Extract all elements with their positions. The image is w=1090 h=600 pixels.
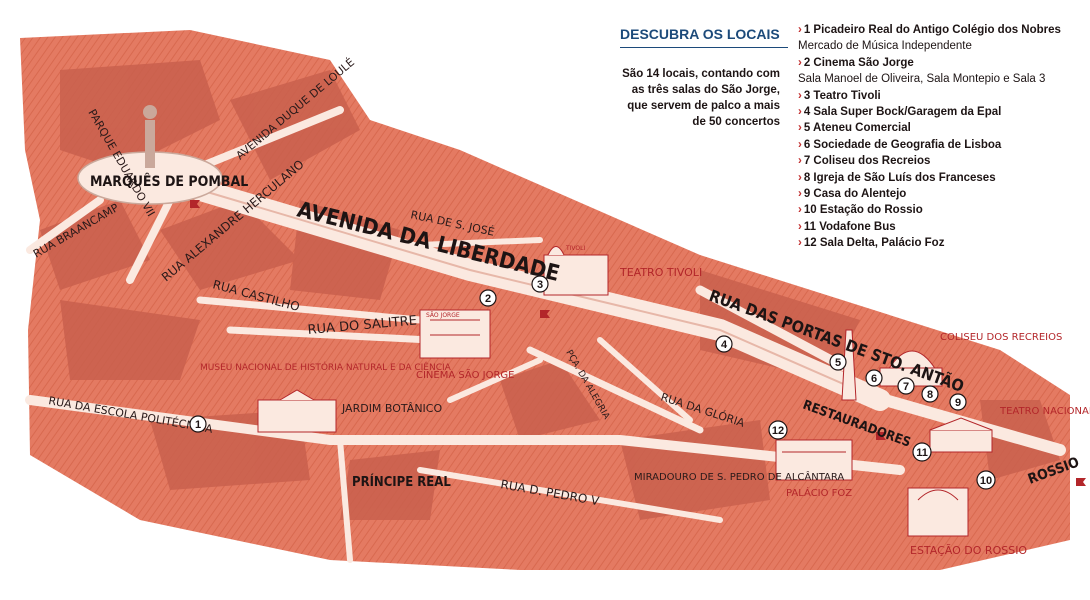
cinema-sign: SÃO JORGE bbox=[426, 312, 460, 319]
marker[interactable]: 9 bbox=[949, 393, 967, 411]
marker-num: 4 bbox=[721, 339, 728, 351]
marker[interactable]: 8 bbox=[921, 385, 939, 403]
legend-item-sublabel: Mercado de Música Independente bbox=[798, 40, 972, 53]
marker[interactable]: 5 bbox=[829, 353, 847, 371]
marker[interactable]: 3 bbox=[531, 275, 549, 293]
marker-num: 2 bbox=[485, 293, 491, 305]
marker-num: 1 bbox=[195, 419, 201, 431]
marques-statue-icon bbox=[143, 105, 157, 168]
metro-icon bbox=[876, 432, 886, 440]
marker-num: 6 bbox=[871, 373, 877, 385]
chevron-right-icon: › bbox=[798, 204, 802, 217]
marker[interactable]: 6 bbox=[865, 369, 883, 387]
legend-item-label: 10 Estação do Rossio bbox=[803, 204, 923, 217]
palacio-foz-building-icon bbox=[775, 439, 853, 481]
metro-icon bbox=[190, 200, 200, 208]
museu-building-icon bbox=[257, 389, 337, 433]
street-label: JARDIM BOTÂNICO bbox=[341, 402, 442, 415]
marker-num: 7 bbox=[903, 381, 909, 393]
legend-item: ›5 Ateneu Comercial bbox=[798, 120, 1088, 136]
street-label: MIRADOURO DE S. PEDRO DE ALCÂNTARA bbox=[634, 470, 844, 483]
restauradores-obelisk-icon bbox=[841, 329, 857, 401]
legend-item-label: 1 Picadeiro Real do Antigo Colégio dos N… bbox=[803, 24, 1061, 36]
marker-num: 8 bbox=[927, 389, 933, 401]
marker-num: 11 bbox=[916, 447, 928, 459]
legend-item-label: 3 Teatro Tivoli bbox=[803, 89, 881, 102]
legend-item-label: 4 Sala Super Bock/Garagem da Epal bbox=[803, 106, 1002, 119]
metro-icons bbox=[190, 200, 1086, 486]
legend-item: ›4 Sala Super Bock/Garagem da Epal bbox=[798, 104, 1088, 120]
legend-item-label: 11 Vodafone Bus bbox=[803, 220, 896, 233]
legend-item-label: 9 Casa do Alentejo bbox=[803, 188, 907, 201]
teatro-nacional-building-icon bbox=[929, 417, 993, 453]
metro-icon bbox=[1076, 478, 1086, 486]
marker[interactable]: 2 bbox=[479, 289, 497, 307]
place-label-teatro-nacional: TEATRO NACIONAL D. MARIA II bbox=[999, 406, 1090, 417]
chevron-right-icon: › bbox=[798, 122, 802, 135]
place-label-tivoli: TEATRO TIVOLI bbox=[619, 266, 702, 279]
marker[interactable]: 7 bbox=[897, 377, 915, 395]
street-label: PRÍNCIPE REAL bbox=[352, 474, 451, 490]
legend-item: ›12 Sala Delta, Palácio Foz bbox=[798, 235, 1088, 251]
metro-icon bbox=[540, 310, 550, 318]
marker-num: 9 bbox=[955, 397, 961, 409]
locations-legend: ›1 Picadeiro Real do Antigo Colégio dos … bbox=[798, 22, 1088, 252]
panel-description: São 14 locais, contando com as três sala… bbox=[622, 67, 780, 128]
legend-item: ›7 Coliseu dos Recreios bbox=[798, 153, 1088, 169]
coliseu-building-icon bbox=[879, 350, 943, 387]
chevron-right-icon: › bbox=[798, 155, 802, 168]
chevron-right-icon: › bbox=[798, 220, 802, 233]
legend-item: ›3 Teatro Tivoli bbox=[798, 88, 1088, 104]
place-label-coliseu: COLISEU DOS RECREIOS bbox=[940, 332, 1062, 343]
place-label-museu: MUSEU NACIONAL DE HISTÓRIA NATURAL E DA … bbox=[200, 361, 452, 373]
street-label: MARQUÊS DE POMBAL bbox=[90, 173, 248, 190]
marker[interactable]: 1 bbox=[189, 415, 207, 433]
legend-item: ›10 Estação do Rossio bbox=[798, 202, 1088, 218]
place-label-cinema: CINEMA SÃO JORGE bbox=[416, 368, 514, 381]
chevron-right-icon: › bbox=[798, 89, 802, 102]
marker[interactable]: 4 bbox=[715, 335, 733, 353]
legend-item: ›9 Casa do Alentejo bbox=[798, 186, 1088, 202]
legend-item: ›6 Sociedade de Geografia de Lisboa bbox=[798, 137, 1088, 153]
legend-item-label: 12 Sala Delta, Palácio Foz bbox=[803, 237, 945, 250]
chevron-right-icon: › bbox=[798, 106, 802, 119]
chevron-right-icon: › bbox=[798, 56, 802, 69]
tivoli-sign: TIVOLI bbox=[565, 245, 585, 252]
panel-title: DESCUBRA OS LOCAIS bbox=[620, 26, 780, 42]
legend-item: ›8 Igreja de São Luís dos Franceses bbox=[798, 170, 1088, 186]
place-label-palacio: PALÁCIO FOZ bbox=[786, 486, 852, 499]
marker-num: 5 bbox=[835, 357, 841, 369]
locations-panel: DESCUBRA OS LOCAIS São 14 locais, contan… bbox=[608, 20, 1088, 250]
panel-divider bbox=[620, 47, 788, 48]
legend-item: ›1 Picadeiro Real do Antigo Colégio dos … bbox=[798, 22, 1088, 55]
legend-item-sublabel: Sala Manoel de Oliveira, Sala Montepio e… bbox=[798, 73, 1046, 86]
marker-num: 12 bbox=[772, 425, 784, 437]
place-label-estacao: ESTAÇÃO DO ROSSIO bbox=[910, 544, 1027, 557]
marker-num: 3 bbox=[537, 279, 543, 291]
streets bbox=[25, 106, 1066, 563]
marker-num: 10 bbox=[980, 475, 992, 487]
teatro-tivoli-building-icon bbox=[543, 246, 609, 296]
chevron-right-icon: › bbox=[798, 188, 802, 201]
legend-item-label: 6 Sociedade de Geografia de Lisboa bbox=[803, 138, 1002, 151]
chevron-right-icon: › bbox=[798, 237, 802, 250]
chevron-right-icon: › bbox=[798, 138, 802, 151]
marker[interactable]: 11 bbox=[912, 442, 932, 462]
chevron-right-icon: › bbox=[798, 24, 802, 36]
chevron-right-icon: › bbox=[798, 171, 802, 184]
estacao-rossio-building-icon bbox=[907, 487, 969, 537]
legend-item-label: 7 Coliseu dos Recreios bbox=[803, 155, 931, 168]
legend-item-label: 5 Ateneu Comercial bbox=[803, 122, 911, 135]
legend-item-label: 8 Igreja de São Luís dos Franceses bbox=[803, 171, 996, 184]
cinema-sao-jorge-building-icon bbox=[419, 309, 491, 359]
marker[interactable]: 10 bbox=[976, 470, 996, 490]
legend-item: ›11 Vodafone Bus bbox=[798, 219, 1088, 235]
marker[interactable]: 12 bbox=[768, 420, 788, 440]
legend-item-label: 2 Cinema São Jorge bbox=[803, 56, 914, 69]
